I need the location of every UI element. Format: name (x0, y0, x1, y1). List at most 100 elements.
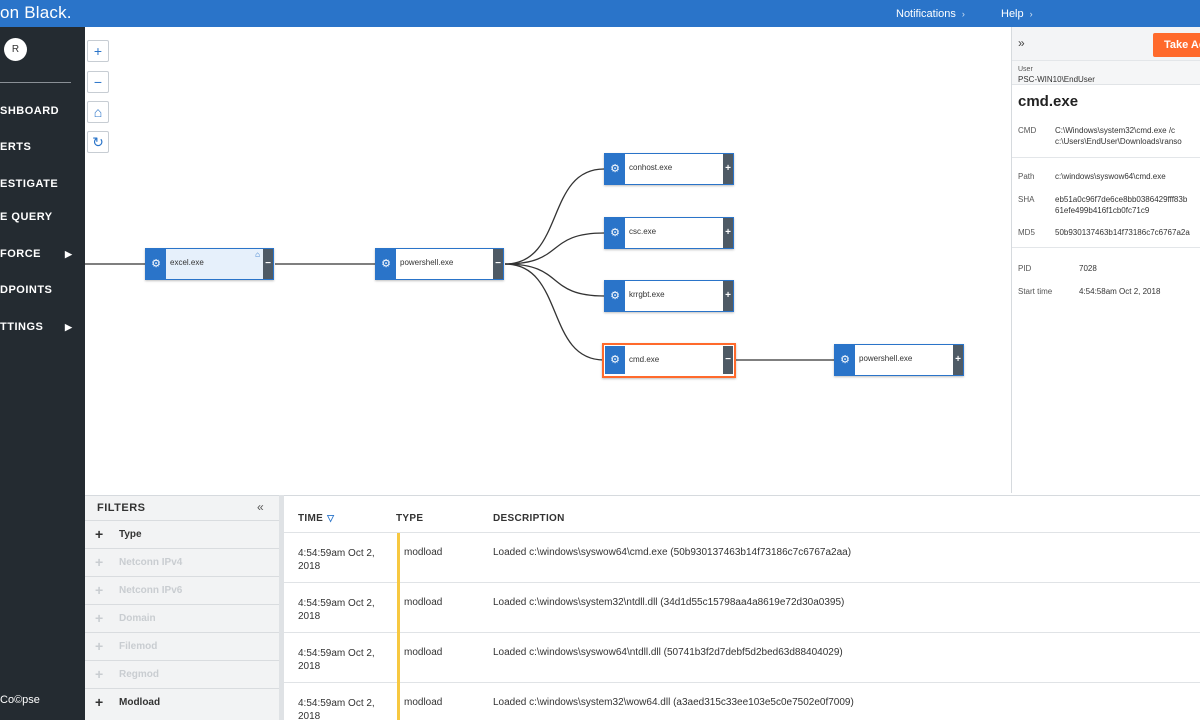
sidebar-item-live-query[interactable]: E QUERY (0, 211, 85, 231)
path-label: Path (1018, 172, 1035, 181)
collapse-label-end: pse (22, 694, 40, 706)
events-table: TIME▽ TYPE DESCRIPTION 4:54:59am Oct 2, 2… (284, 495, 1200, 720)
filter-domain: + Domain (85, 604, 279, 632)
sidebar-item-investigate[interactable]: ESTIGATE (0, 178, 85, 198)
table-row[interactable]: 4:54:59am Oct 2,2018 modload Loaded c:\w… (284, 533, 1200, 583)
process-title: cmd.exe (1018, 93, 1079, 110)
zoom-in-button[interactable]: + (87, 40, 109, 62)
filter-type[interactable]: + Type (85, 520, 279, 548)
take-action-button[interactable]: Take Ac (1153, 33, 1200, 57)
filter-netconn-ipv6: + Netconn IPv6 (85, 576, 279, 604)
sha-label: SHA (1018, 195, 1035, 204)
notifications-label: Notifications (896, 8, 956, 20)
cmd-value-line: C:\Windows\system32\cmd.exe /c (1055, 126, 1176, 135)
table-row[interactable]: 4:54:59am Oct 2,2018 modload Loaded c:\w… (284, 683, 1200, 720)
filter-label: Netconn IPv4 (119, 557, 183, 568)
process-node-krrgbt[interactable]: ⚙ krrgbt.exe + (604, 280, 734, 312)
collapse-node-button[interactable]: − (493, 249, 503, 279)
collapse-node-button[interactable]: − (723, 346, 733, 374)
copyright-icon: © (14, 694, 23, 706)
table-row[interactable]: 4:54:59am Oct 2,2018 modload Loaded c:\w… (284, 583, 1200, 633)
type-indicator-bar (397, 583, 400, 633)
home-icon: ⌂ (255, 250, 260, 259)
user-label: User (1018, 66, 1033, 73)
column-header-label: TIME (298, 513, 324, 524)
sha-value-line: 61efe499b416f1cb0fc71c9 (1055, 206, 1150, 215)
process-node-label: csc.exe (629, 227, 657, 236)
expand-node-button[interactable]: + (723, 281, 733, 311)
process-node-powershell[interactable]: ⚙ powershell.exe − (375, 248, 504, 280)
divider (1012, 247, 1200, 248)
type-indicator-bar (397, 533, 400, 583)
process-details-panel: » Take Ac User PSC-WIN10\EndUser cmd.exe… (1011, 27, 1200, 493)
event-type: modload (404, 647, 443, 658)
process-node-powershell-child[interactable]: ⚙ powershell.exe + (834, 344, 964, 376)
filter-label: Netconn IPv6 (119, 585, 183, 596)
sidebar-item-label: SHBOARD (0, 105, 60, 117)
process-node-label: excel.exe (170, 258, 204, 267)
gear-icon: ⚙ (605, 346, 625, 374)
sidebar-item-alerts[interactable]: ERTS (0, 141, 85, 161)
collapse-filters-icon[interactable]: « (257, 500, 264, 514)
filters-panel: FILTERS « + Type + Netconn IPv4 + Netcon… (85, 495, 279, 720)
event-type: modload (404, 547, 443, 558)
event-description: Loaded c:\windows\system32\wow64.dll (a3… (493, 697, 854, 708)
collapse-panel-icon[interactable]: » (1018, 36, 1025, 50)
collapse-node-button[interactable]: − (263, 249, 273, 279)
chevron-right-icon: ▶ (65, 249, 73, 259)
home-view-button[interactable]: ⌂ (87, 101, 109, 123)
process-tree-canvas[interactable]: + − ⌂ ↻ ⚙ excel.exe ⌂ − ⚙ powershell.exe… (85, 27, 1011, 493)
panel-splitter[interactable] (279, 495, 284, 720)
expand-node-button[interactable]: + (723, 218, 733, 248)
start-time-label: Start time (1018, 287, 1053, 296)
avatar[interactable]: R (4, 38, 27, 61)
event-time: 4:54:59am Oct 2, 2018 (298, 647, 388, 673)
cmd-value-line: c:\Users\EndUser\Downloads\ranso (1055, 137, 1182, 146)
column-header-type[interactable]: TYPE (396, 513, 424, 524)
chevron-right-icon: › (961, 9, 965, 19)
table-row[interactable]: 4:54:59am Oct 2, 2018 modload Loaded c:\w… (284, 633, 1200, 683)
process-node-conhost[interactable]: ⚙ conhost.exe + (604, 153, 734, 185)
refresh-button[interactable]: ↻ (87, 131, 109, 153)
chevron-right-icon: › (1029, 9, 1033, 19)
event-description: Loaded c:\windows\syswow64\ntdll.dll (50… (493, 647, 843, 658)
event-description: Loaded c:\windows\syswow64\cmd.exe (50b9… (493, 547, 852, 558)
filter-label: Regmod (119, 669, 159, 680)
process-node-excel[interactable]: ⚙ excel.exe ⌂ − (145, 248, 274, 280)
process-node-csc[interactable]: ⚙ csc.exe + (604, 217, 734, 249)
notifications-link[interactable]: Notifications › (896, 8, 965, 20)
event-time: 4:54:59am Oct 2,2018 (298, 547, 388, 573)
filter-modload[interactable]: + Modload (85, 688, 279, 716)
sidebar-collapse-button[interactable]: Co©pse (0, 694, 40, 706)
process-node-cmd-selected[interactable]: ⚙ cmd.exe − (602, 343, 736, 378)
filter-label: Modload (119, 697, 161, 708)
sidebar-item-enforce[interactable]: FORCE▶ (0, 248, 85, 268)
start-time-value: 4:54:58am Oct 2, 2018 (1079, 287, 1161, 296)
event-time-line: 4:54:59am Oct 2, (298, 648, 375, 659)
sidebar-item-dashboard[interactable]: SHBOARD (0, 105, 85, 125)
sidebar-item-endpoints[interactable]: DPOINTS (0, 284, 85, 304)
help-link[interactable]: Help› (1001, 8, 1033, 20)
plus-icon: + (95, 582, 104, 598)
refresh-icon: ↻ (92, 134, 104, 150)
event-time-line: 4:54:59am Oct 2, (298, 598, 375, 609)
plus-icon: + (95, 554, 104, 570)
event-time-line: 2018 (298, 661, 321, 672)
pid-value: 7028 (1079, 264, 1097, 273)
expand-node-button[interactable]: + (723, 154, 733, 184)
zoom-out-button[interactable]: − (87, 71, 109, 93)
process-node-label: conhost.exe (629, 163, 673, 172)
md5-value: 50b930137463b14f73186c7c6767a2a (1055, 228, 1190, 237)
sidebar-item-label: ESTIGATE (0, 178, 59, 190)
event-time: 4:54:59am Oct 2,2018 (298, 697, 388, 720)
divider (1012, 157, 1200, 158)
gear-icon: ⚙ (146, 249, 166, 279)
column-header-time[interactable]: TIME▽ (298, 513, 334, 524)
sidebar-item-settings[interactable]: TTINGS▶ (0, 321, 85, 341)
plus-icon: + (95, 694, 104, 710)
expand-node-button[interactable]: + (953, 345, 963, 375)
sidebar-divider (0, 82, 71, 83)
plus-icon: + (95, 526, 104, 542)
filters-title: FILTERS (97, 502, 146, 514)
column-header-description[interactable]: DESCRIPTION (493, 513, 565, 524)
